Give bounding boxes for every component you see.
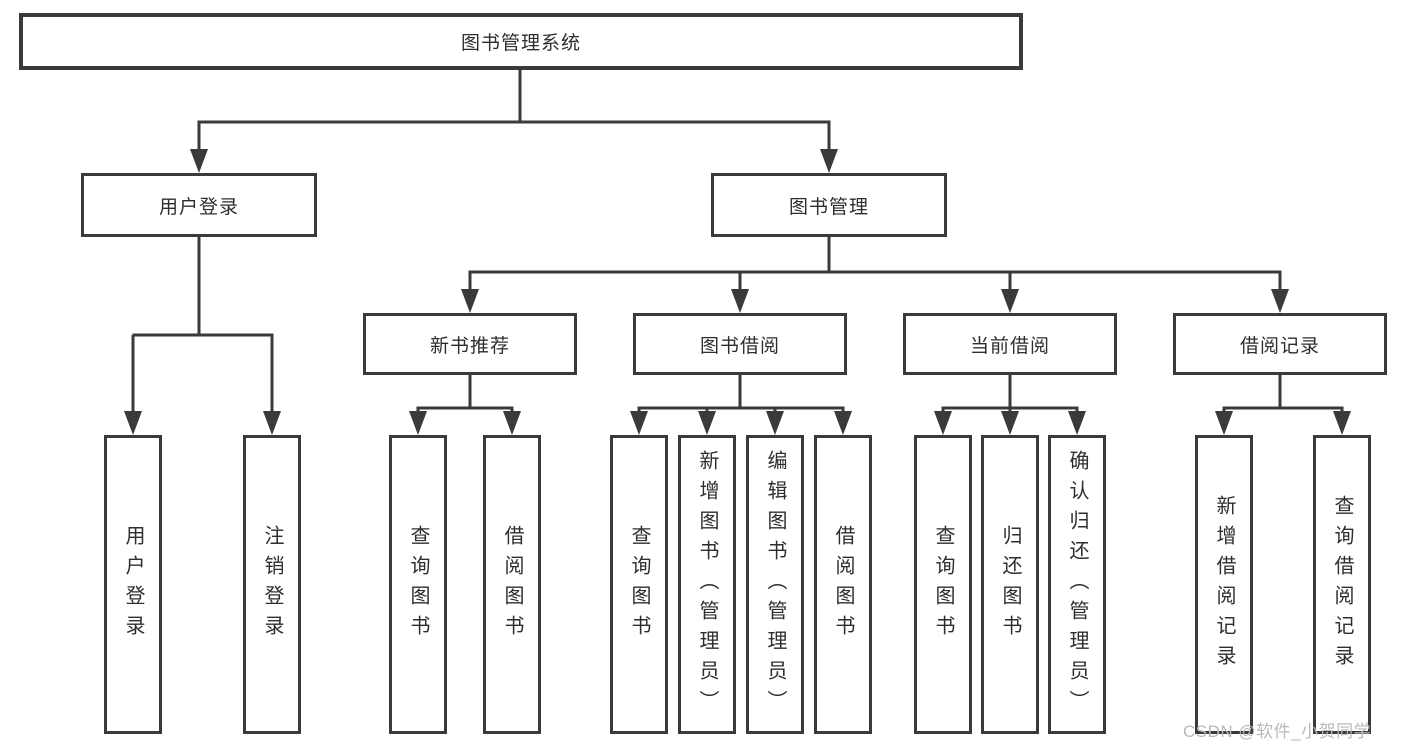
node-library-management-system: 图书管理系统 xyxy=(19,13,1023,70)
leaf-query-books-recommend: 查询图书 xyxy=(389,435,447,734)
connector-arrowheads xyxy=(124,149,1351,435)
node-current-borrowing: 当前借阅 xyxy=(903,313,1117,375)
leaf-borrow-books: 借阅图书 xyxy=(814,435,872,734)
leaf-query-books-current: 查询图书 xyxy=(914,435,972,734)
leaf-label: 用户登录 xyxy=(122,524,144,645)
node-book-management: 图书管理 xyxy=(711,173,947,237)
leaf-logout: 注销登录 xyxy=(243,435,301,734)
node-label: 借阅记录 xyxy=(1239,335,1320,357)
node-label: 图书管理系统 xyxy=(460,33,581,54)
leaf-label: 借阅图书 xyxy=(501,524,523,645)
leaf-label: 归还图书 xyxy=(999,524,1021,645)
leaf-query-books-borrowing: 查询图书 xyxy=(610,435,668,734)
leaf-label: 确认归还（管理员） xyxy=(1066,449,1088,720)
node-label: 图书管理 xyxy=(788,196,869,218)
node-label: 新书推荐 xyxy=(429,335,510,357)
node-label: 图书借阅 xyxy=(699,335,780,357)
leaf-label: 注销登录 xyxy=(261,524,283,645)
csdn-watermark: CSDN @软件_小贺同学 xyxy=(1183,722,1372,741)
node-label: 当前借阅 xyxy=(969,335,1050,357)
leaf-label: 编辑图书（管理员） xyxy=(764,449,786,720)
node-borrowing-records: 借阅记录 xyxy=(1173,313,1387,375)
leaf-query-borrow-record: 查询借阅记录 xyxy=(1313,435,1371,734)
leaf-label: 借阅图书 xyxy=(832,524,854,645)
leaf-label: 查询图书 xyxy=(628,524,650,645)
leaf-confirm-return-admin: 确认归还（管理员） xyxy=(1048,435,1106,734)
node-user-login: 用户登录 xyxy=(81,173,317,237)
leaf-return-books: 归还图书 xyxy=(981,435,1039,734)
leaf-add-books-admin: 新增图书（管理员） xyxy=(678,435,736,734)
leaf-label: 新增图书（管理员） xyxy=(696,449,718,720)
leaf-label: 新增借阅记录 xyxy=(1213,494,1235,675)
leaf-label: 查询图书 xyxy=(932,524,954,645)
node-label: 用户登录 xyxy=(158,196,239,218)
leaf-label: 查询图书 xyxy=(407,524,429,645)
leaf-user-login: 用户登录 xyxy=(104,435,162,734)
node-new-book-recommend: 新书推荐 xyxy=(363,313,577,375)
leaf-add-borrow-record: 新增借阅记录 xyxy=(1195,435,1253,734)
leaf-label: 查询借阅记录 xyxy=(1331,494,1353,675)
node-book-borrowing: 图书借阅 xyxy=(633,313,847,375)
leaf-borrow-books-recommend: 借阅图书 xyxy=(483,435,541,734)
leaf-edit-books-admin: 编辑图书（管理员） xyxy=(746,435,804,734)
